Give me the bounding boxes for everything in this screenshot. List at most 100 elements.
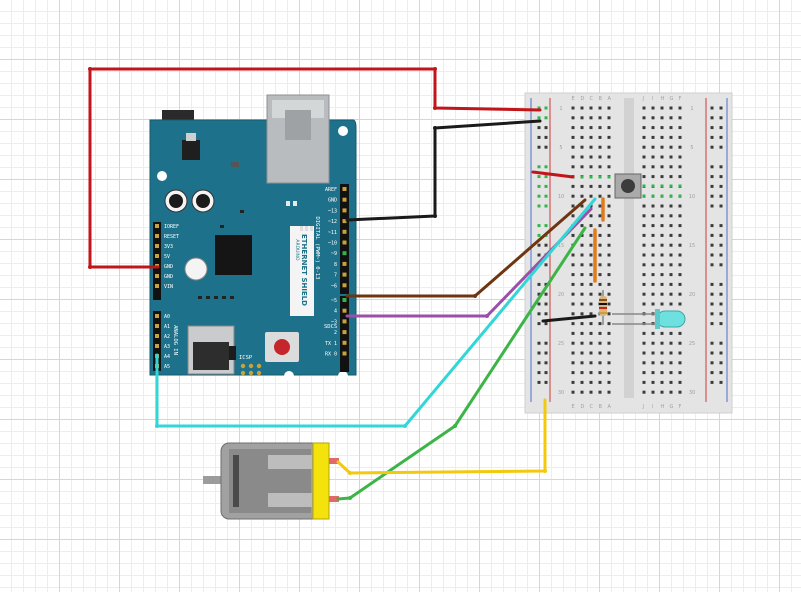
reset-button[interactable]	[274, 339, 290, 355]
breadboard-hole	[589, 155, 593, 159]
connected-hole	[607, 175, 611, 179]
pin-label: 3V3	[164, 244, 173, 250]
breadboard-hole	[642, 214, 646, 218]
pin-label: A3	[164, 344, 170, 350]
connected-hole	[669, 184, 673, 188]
header-pin	[342, 283, 347, 288]
breadboard-hole	[598, 214, 602, 218]
breadboard-hole	[607, 341, 611, 345]
breadboard-hole	[678, 282, 682, 286]
connected-hole	[669, 194, 673, 198]
breadboard-hole	[589, 253, 593, 257]
breadboard-hole	[607, 390, 611, 394]
motor-terminal	[329, 496, 339, 502]
breadboard-hole	[642, 165, 646, 169]
row-number: 25	[689, 341, 695, 347]
rail-hole	[537, 380, 541, 384]
wire-5v-power[interactable]	[88, 67, 542, 269]
breadboard-hole	[571, 302, 575, 306]
rail-hole	[710, 145, 714, 149]
wire-bend	[433, 214, 437, 218]
breadboard-hole	[589, 341, 593, 345]
breadboard-hole	[580, 390, 584, 394]
breadboard-center-channel	[624, 98, 634, 398]
shield-label: ETHERNET SHIELD	[300, 234, 308, 306]
row-number: 20	[689, 292, 695, 298]
header-pin	[342, 272, 347, 277]
header-pin	[342, 261, 347, 266]
rail-hole	[537, 145, 541, 149]
breadboard-hole	[580, 292, 584, 296]
resistor[interactable]	[599, 290, 607, 325]
breadboard-hole	[580, 380, 584, 384]
rail-hole	[719, 312, 723, 316]
jumper-black-resistor[interactable]	[541, 314, 597, 323]
breadboard-hole	[598, 145, 602, 149]
wire-ground[interactable]	[345, 119, 542, 222]
breadboard-hole	[571, 204, 575, 208]
breadboard-hole	[580, 204, 584, 208]
regulator-tab	[186, 133, 196, 141]
rail-hole	[544, 106, 548, 110]
jumper-red-button[interactable]	[531, 170, 575, 179]
wire-bend	[485, 314, 489, 318]
connected-hole	[598, 175, 602, 179]
wire-motor-yellow[interactable]	[336, 398, 547, 475]
breadboard-hole	[669, 204, 673, 208]
breadboard-hole	[669, 116, 673, 120]
wire-a5[interactable]	[155, 197, 597, 428]
row-number: 1	[690, 106, 693, 112]
rail-hole	[719, 106, 723, 110]
breadboard-hole	[607, 126, 611, 130]
breadboard-hole	[571, 292, 575, 296]
digital-header-upper	[340, 184, 349, 294]
wire-motor-green[interactable]	[336, 226, 587, 501]
breadboard-hole	[660, 204, 664, 208]
rail-hole	[537, 135, 541, 139]
breadboard-hole	[651, 253, 655, 257]
breadboard-hole	[580, 135, 584, 139]
row-number: 15	[558, 243, 564, 249]
breadboard-hole	[607, 184, 611, 188]
row-number: 1	[559, 106, 562, 112]
pushbutton[interactable]	[614, 173, 642, 199]
column-letter: B	[599, 404, 603, 410]
breadboard-hole	[607, 380, 611, 384]
column-letter: A	[608, 96, 612, 102]
pin-label: 4	[334, 309, 337, 315]
breadboard-hole	[589, 106, 593, 110]
breadboard-hole	[678, 116, 682, 120]
breadboard-hole	[607, 292, 611, 296]
rail-hole	[710, 302, 714, 306]
dc-motor[interactable]	[203, 442, 339, 520]
led[interactable]	[612, 309, 686, 329]
breadboard-hole	[589, 351, 593, 355]
breadboard-hole	[678, 361, 682, 365]
header-pin	[342, 187, 347, 191]
breadboard-hole	[651, 282, 655, 286]
breadboard-hole	[651, 204, 655, 208]
smd-component	[206, 296, 210, 299]
pin-label: ~3	[331, 319, 337, 325]
breadboard-hole	[669, 214, 673, 218]
breadboard-hole	[598, 322, 602, 326]
breadboard-hole	[571, 390, 575, 394]
breadboard-hole	[589, 302, 593, 306]
breadboard-hole	[678, 175, 682, 179]
arduino-ethernet-shield[interactable]: ETHERNET SHIELD ARDUINO ICSP IOREFRESET3…	[149, 94, 357, 381]
breadboard-hole	[642, 371, 646, 375]
column-letter: H	[661, 96, 665, 102]
header-pin	[155, 334, 159, 338]
breadboard-holes	[537, 106, 723, 394]
breadboard-hole	[607, 331, 611, 335]
breadboard-hole	[642, 204, 646, 208]
rail-hole	[537, 361, 541, 365]
breadboard-hole	[589, 322, 593, 326]
breadboard-hole	[571, 194, 575, 198]
rail-hole	[710, 126, 714, 130]
column-letter: J	[642, 96, 644, 102]
wire-bend	[453, 424, 457, 428]
rail-hole	[537, 165, 541, 169]
